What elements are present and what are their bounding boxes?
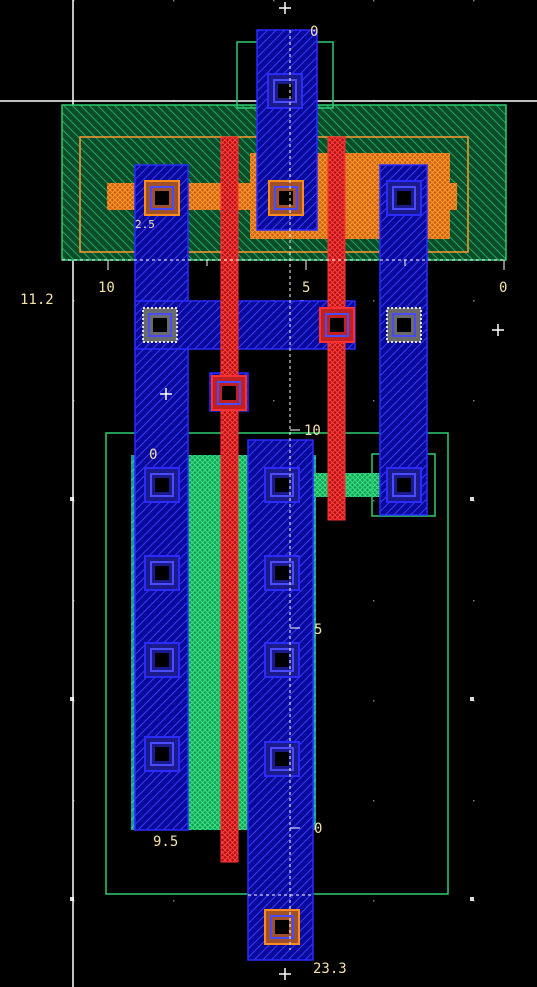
contact-cut-core: [155, 653, 169, 667]
label-0-vertical: 0: [314, 821, 322, 837]
contact-cut-core: [275, 566, 289, 580]
contact-cut-ring: [392, 473, 416, 497]
contact-cut-ring: [392, 313, 416, 337]
label-0-top: 0: [310, 24, 318, 40]
contact-cut-ring: [150, 473, 174, 497]
label-2-5: 2.5: [135, 218, 155, 231]
contact-cut-core: [397, 478, 411, 492]
contact-cut-core: [279, 191, 293, 205]
contact-cut-core: [155, 747, 169, 761]
label-5-vertical: 5: [314, 622, 322, 638]
label-0-diffusion: 0: [149, 447, 157, 463]
ruler-ticks: [107, 260, 505, 829]
contact-cut-core: [275, 752, 289, 766]
contact-cut-core: [397, 318, 411, 332]
label-10-vertical: 10: [304, 423, 321, 439]
label-5-axis: 5: [302, 280, 310, 296]
contact-cut-core: [155, 566, 169, 580]
cursor-marks: [160, 2, 504, 980]
contact-cut-ring: [273, 79, 297, 103]
contact-cut-ring: [274, 186, 298, 210]
contact-cut-ring: [270, 561, 294, 585]
contact-cuts: [142, 73, 422, 945]
contact-cut-ring: [150, 742, 174, 766]
metal1-center-vertical: [247, 439, 314, 961]
contact-cut-core: [397, 191, 411, 205]
contact-cut-core: [275, 478, 289, 492]
label-9-5: 9.5: [153, 834, 178, 850]
contact-cut-core: [222, 386, 236, 400]
contact-cut-core: [275, 653, 289, 667]
contact-cut-ring: [148, 313, 172, 337]
contact-cut-core: [155, 191, 169, 205]
contact-cut-ring: [392, 186, 416, 210]
contact-cut-ring: [217, 381, 241, 405]
contact-cut-ring: [270, 473, 294, 497]
contact-cut-core: [278, 84, 292, 98]
contact-cut-core: [155, 478, 169, 492]
contact-cut-core: [153, 318, 167, 332]
contact-cut-ring: [325, 313, 349, 337]
label-0-axis: 0: [499, 280, 507, 296]
contact-cut-ring: [270, 747, 294, 771]
contact-cut-ring: [150, 561, 174, 585]
contact-cut-core: [330, 318, 344, 332]
label-11-2: 11.2: [20, 292, 54, 308]
label-10-axis: 10: [98, 280, 115, 296]
contact-cut-ring: [150, 648, 174, 672]
poly-gate-left: [220, 136, 239, 863]
contact-cut-ring: [150, 186, 174, 210]
contact-cut-ring: [270, 648, 294, 672]
contact-cut-ring: [270, 915, 294, 939]
active-gate-region: [188, 455, 250, 830]
contact-cut-core: [275, 920, 289, 934]
label-23-3: 23.3: [313, 961, 347, 977]
